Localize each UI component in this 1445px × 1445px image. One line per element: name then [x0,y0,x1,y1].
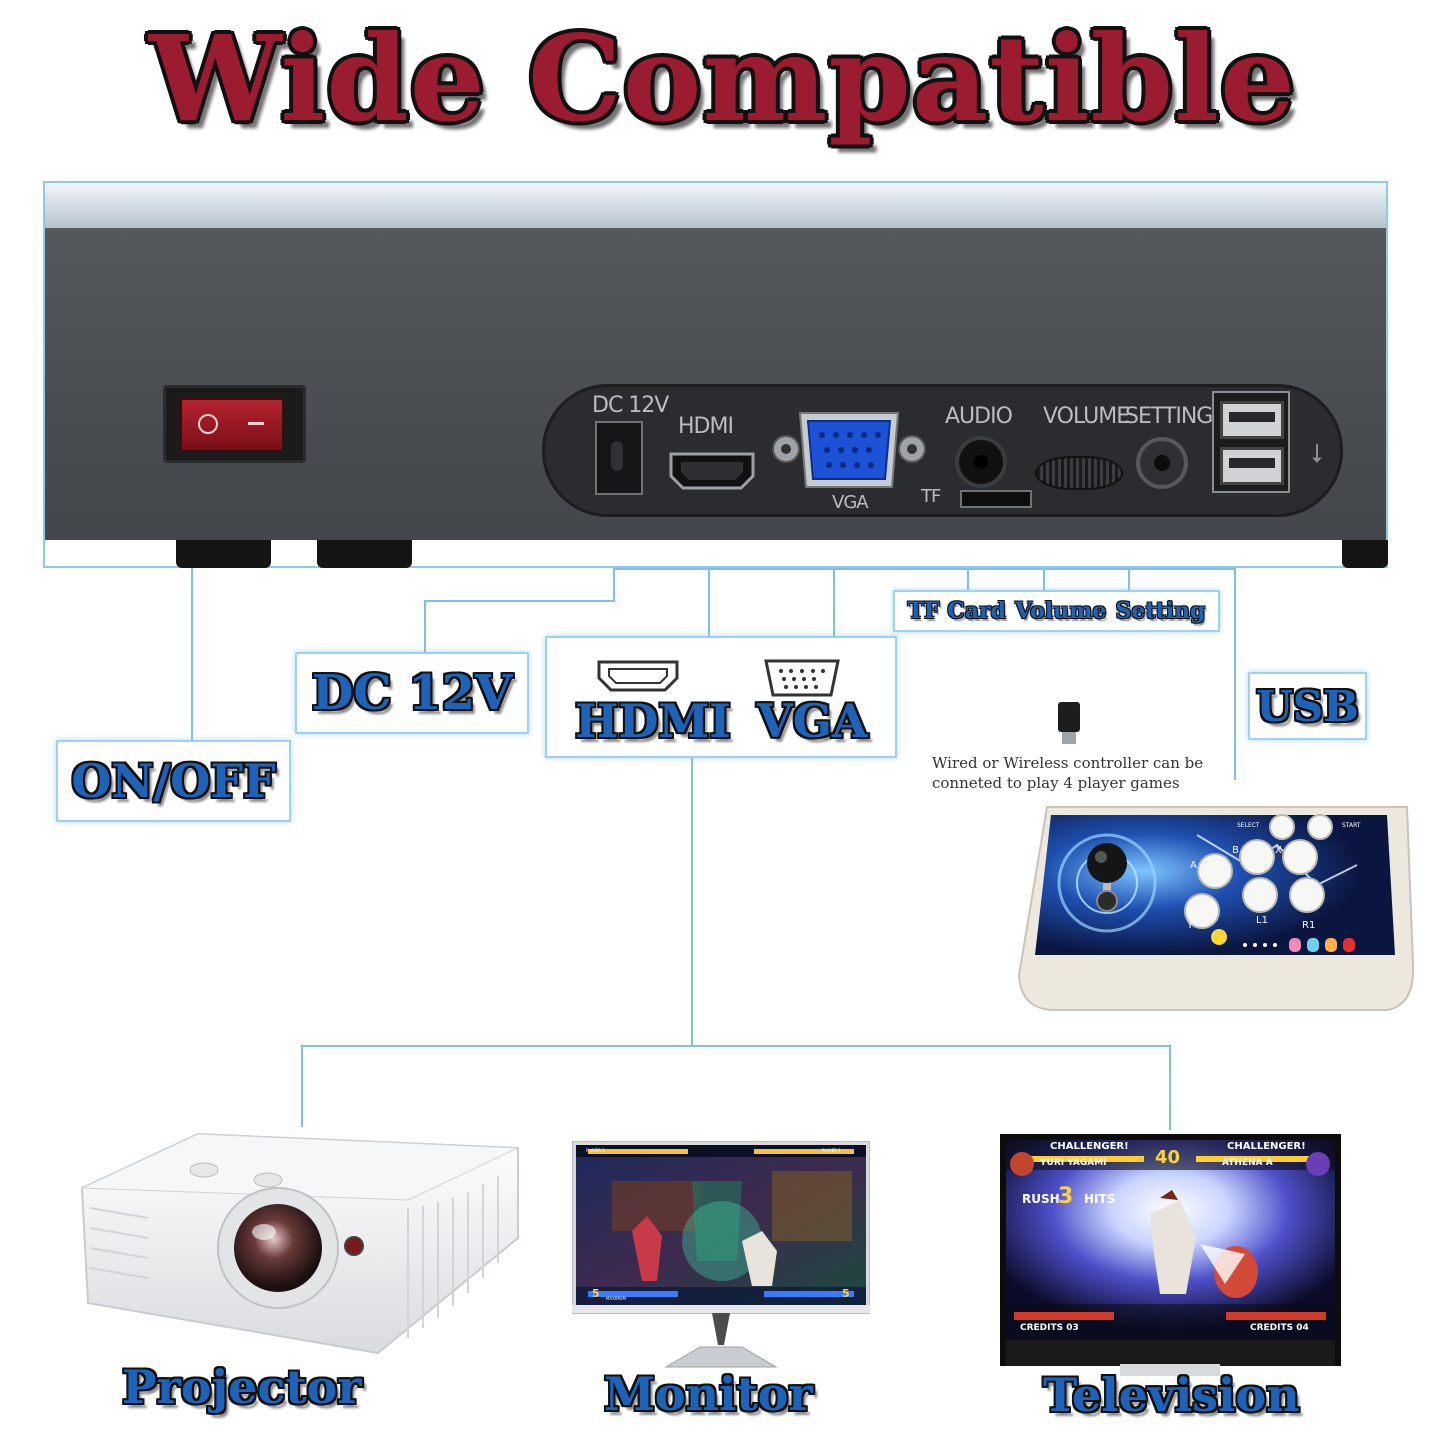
tv-name-left: YURI YAGAMI [1040,1158,1107,1168]
video-output-callout: HDMI VGA [545,636,897,758]
power-switch[interactable] [180,398,284,452]
dc-port-label: DC 12V [592,393,669,418]
tv-credits-left: CREDITS 03 [1020,1323,1079,1333]
television-label: Television [1043,1368,1300,1422]
setting-jack[interactable] [1140,441,1184,485]
connector-line [833,568,835,636]
tv-credits-right: CREDITS 04 [1250,1323,1309,1333]
connector-line [301,1045,303,1127]
dc-port[interactable] [595,421,643,495]
controller-b-label: B [1232,845,1239,856]
usb-label: USB [1256,681,1359,731]
controller-note: Wired or Wireless controller can be conn… [932,753,1203,793]
tv-hits: HITS [1084,1192,1116,1206]
connector-line [301,1045,1171,1047]
tv-timer: 40 [1155,1147,1181,1168]
console-foot [176,540,271,568]
on-off-label: ON/OFF [71,754,276,808]
hdmi-label: HDMI [575,694,731,748]
tv-challenger-left: CHALLENGER! [1050,1141,1129,1152]
setting-label: SETTING [1125,404,1213,429]
tv-hit-count: 3 [1058,1184,1074,1209]
vga-label: VGA [757,694,868,748]
on-off-callout: ON/OFF [56,740,291,822]
connector-line [691,756,693,1046]
monitor-left-stock: 5 [592,1287,600,1300]
volume-callout-label: Volume [1015,598,1107,624]
controller-y-label: Y [1187,920,1194,931]
audio-port-label: AUDIO [945,404,1013,429]
controller-start-label: START [1342,822,1361,829]
wireless-dongle-icon [1058,702,1080,746]
page-title: Wide Compatible [148,9,1297,148]
monitor-right-stock: 5 [842,1287,850,1300]
off-symbol-icon [198,414,218,434]
controller-l1-label: L1 [1256,915,1268,926]
usb-callout: USB [1248,672,1367,740]
monitor-gauge-label: MAXIMUM [606,1296,626,1301]
connector-line [1128,568,1130,590]
tv-challenger-right: CHALLENGER! [1227,1141,1306,1152]
connector-line [1043,568,1045,590]
connector-line [613,568,615,600]
port-plate [542,384,1343,517]
vga-icon [763,658,841,702]
projector-image [78,1128,523,1363]
monitor-label: Monitor [604,1367,813,1421]
tf-card-label: TF Card [907,598,1006,624]
on-symbol-icon [248,422,264,425]
dc-callout: DC 12V [295,652,529,734]
setting-callout-label: Setting [1115,598,1206,624]
controller-a-label: A [1190,860,1197,871]
console-foot [317,540,412,568]
tv-name-right: ATHENA A [1222,1158,1273,1168]
volume-wheel[interactable] [1035,456,1123,490]
vga-port[interactable] [770,409,928,491]
vga-port-label: VGA [832,492,869,513]
monitor-p2-label: PLAYER 2 [822,1148,841,1153]
connector-line [191,568,193,740]
tf-card-slot[interactable] [960,490,1032,508]
projector-label: Projector [122,1360,362,1414]
controller-r1-label: R1 [1302,920,1316,931]
connector-line [1169,1045,1171,1130]
hdmi-port[interactable] [669,450,755,492]
controller-x-label: X [1275,845,1282,856]
monitor-image [571,1140,871,1373]
connector-line [424,600,426,652]
hdmi-port-label: HDMI [678,414,734,439]
tf-slot-label: TF [921,486,941,507]
arcade-controller [1017,805,1415,1023]
tv-rush: RUSH [1022,1192,1060,1206]
television-image [1000,1134,1341,1376]
audio-jack[interactable] [959,440,1003,484]
volume-label: VOLUME [1043,404,1130,429]
tf-volume-setting-callout: TF Card Volume Setting [893,590,1220,632]
usb-symbol-icon: ⭠ [1300,443,1331,464]
usb-ports[interactable] [1212,391,1290,493]
connector-line [967,568,969,590]
connector-line [1234,568,1236,780]
controller-select-label: SELECT [1237,822,1260,829]
connector-line [615,568,1235,570]
console-foot [1342,540,1388,568]
connector-line [424,600,615,602]
dc-label: DC 12V [311,665,513,721]
controller-note-line-2: conneted to play 4 player games [932,774,1180,792]
controller-note-line-1: Wired or Wireless controller can be [932,754,1204,772]
console-top-edge [45,183,1386,228]
hdmi-icon [597,660,679,696]
monitor-p1-label: PLAYER 1 [586,1148,605,1153]
connector-line [708,568,710,636]
